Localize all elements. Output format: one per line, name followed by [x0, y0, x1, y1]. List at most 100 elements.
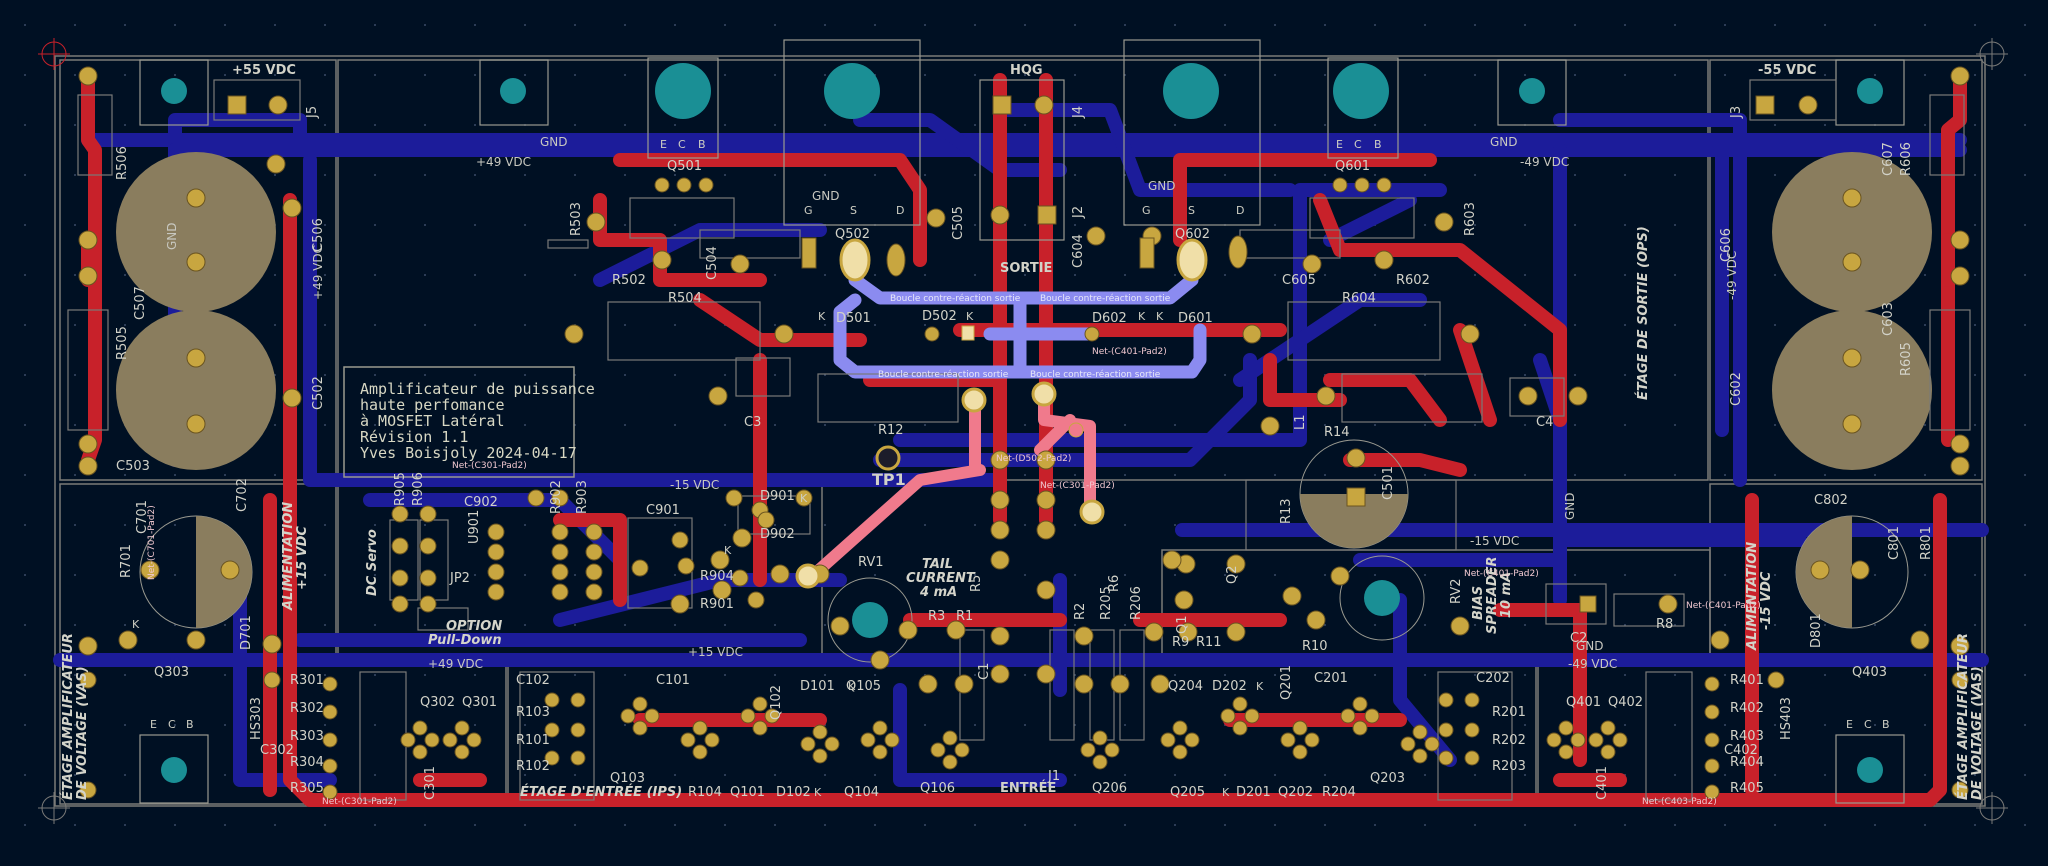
ref-r205: R205 — [1099, 586, 1114, 620]
ref-rv1: RV1 — [858, 555, 884, 570]
pin-label-s: S — [1188, 204, 1195, 217]
ref-r203: R203 — [1492, 759, 1526, 774]
ref-j5: J5 — [305, 106, 320, 119]
ref-q303: Q303 — [154, 665, 189, 680]
net-c301-mid: Net-(C301-Pad2) — [1040, 481, 1115, 491]
label-m55: -55 VDC — [1758, 63, 1816, 78]
label-p49-bottom: +49 VDC — [428, 657, 483, 671]
transistor-pad — [644, 708, 660, 724]
pin-label-k: K — [814, 786, 822, 799]
resistor-pad — [1704, 732, 1720, 748]
label-input-stage: ÉTAGE D'ENTRÉE (IPS) — [520, 784, 682, 800]
ref-c503: C503 — [116, 459, 150, 474]
net-feedback-2: Boucle contre-réaction sortie — [1040, 293, 1171, 304]
transistor-pad — [872, 720, 888, 736]
ref-hs403: HS403 — [1779, 697, 1794, 740]
ref-j1: J1 — [1047, 769, 1060, 784]
label-output-stage: ÉTAGE DE SORTIE (OPS) — [1635, 226, 1651, 400]
ref-c301: C301 — [423, 766, 438, 800]
ref-r301: R301 — [290, 673, 324, 688]
transistor-pad — [942, 754, 958, 770]
ref-jp2: JP2 — [449, 571, 470, 586]
transistor-pad — [800, 736, 816, 752]
resistor-pad — [544, 722, 560, 738]
label-entree: ENTRÉE — [1000, 780, 1056, 796]
resistor-pad — [1704, 676, 1720, 692]
label-vas-right-1: ÉTAGE AMPLIFICATEUR — [1955, 633, 1971, 800]
ref-c505: C505 — [951, 206, 966, 240]
electrolytic-capacitors — [116, 152, 1932, 663]
transistor-pad — [692, 744, 708, 760]
transistor-pad — [1244, 708, 1260, 724]
ref-c607: C607 — [1881, 142, 1896, 176]
ref-r2: R2 — [1073, 603, 1088, 620]
ref-d101: D101 — [800, 679, 835, 694]
ref-r602: R602 — [1396, 273, 1430, 288]
label-m49-top: -49 VDC — [1520, 155, 1569, 169]
ref-r905: R905 — [393, 472, 408, 506]
ref-r901: R901 — [700, 597, 734, 612]
ref-r604: R604 — [1342, 291, 1376, 306]
title-line-1: Amplificateur de puissance — [360, 380, 595, 398]
transistor-pad — [1424, 736, 1440, 752]
net-c301-left: Net-(C301-Pad2) — [452, 461, 527, 471]
transistor-pad — [764, 708, 780, 724]
pin-label-c: C — [1864, 718, 1872, 731]
resistor-pad — [544, 750, 560, 766]
ref-r504: R504 — [668, 291, 702, 306]
net-feedback-1: Boucle contre-réaction sortie — [890, 293, 1021, 304]
resistor-pad — [570, 750, 586, 766]
label-m49-bottom: -49 VDC — [1568, 657, 1617, 671]
label-dc-servo: DC Servo — [365, 529, 380, 596]
pin-label-k: K — [132, 618, 140, 631]
ref-q403: Q403 — [1852, 665, 1887, 680]
transistor-pad — [1558, 744, 1574, 760]
ref-q106: Q106 — [920, 781, 955, 796]
transistor-pad — [1400, 736, 1416, 752]
transistor-pad — [466, 732, 482, 748]
transistor-pad — [1232, 720, 1248, 736]
ref-q204: Q204 — [1168, 679, 1203, 694]
ref-c102: C102 — [516, 673, 550, 688]
pin-label-d: D — [896, 204, 904, 217]
transistor-pad — [812, 748, 828, 764]
resistor-pad — [570, 722, 586, 738]
ref-r202: R202 — [1492, 733, 1526, 748]
transistor-pad — [1104, 742, 1120, 758]
ref-r502: R502 — [612, 273, 646, 288]
ref-d102: D102 — [776, 785, 811, 800]
resistor-pad — [1464, 692, 1480, 708]
ref-r1: R1 — [956, 609, 973, 624]
ref-d902: D902 — [760, 527, 795, 542]
pin-label-e: E — [1846, 718, 1853, 731]
ref-d202: D202 — [1212, 679, 1247, 694]
ref-d501: D501 — [836, 311, 871, 326]
ref-r101: R101 — [516, 733, 550, 748]
highlighted-pads — [795, 238, 1208, 589]
title-line-3: à MOSFET Latéral — [360, 412, 505, 430]
ref-c605: C605 — [1282, 273, 1316, 288]
net-c701: Net-(C701-Pad2) — [147, 505, 157, 580]
ref-r12: R12 — [878, 423, 904, 438]
ref-d801: D801 — [1809, 613, 1824, 648]
resistor-pad — [322, 784, 338, 800]
ref-q102: Q102 — [769, 685, 784, 720]
ref-c504: C504 — [705, 246, 720, 280]
net-c401-right: Net-(C401-Pad2) — [1464, 569, 1539, 579]
label-m15-mid: -15 VDC — [670, 478, 719, 492]
transistor-pad — [1232, 696, 1248, 712]
ref-c4: C4 — [1536, 415, 1553, 430]
pin-label-e: E — [1336, 138, 1343, 151]
title-block: Amplificateur de puissance haute perfoma… — [343, 366, 595, 478]
transistor-pad — [454, 744, 470, 760]
resistor-pad — [322, 732, 338, 748]
transistor-pad — [442, 732, 458, 748]
ref-c801: C801 — [1887, 526, 1902, 560]
net-feedback-3: Boucle contre-réaction sortie — [878, 369, 1009, 380]
pin-label-b: B — [186, 718, 194, 731]
ref-q206: Q206 — [1092, 781, 1127, 796]
ref-q501: Q501 — [667, 159, 702, 174]
pin-label-e: E — [150, 718, 157, 731]
ref-r102: R102 — [516, 759, 550, 774]
